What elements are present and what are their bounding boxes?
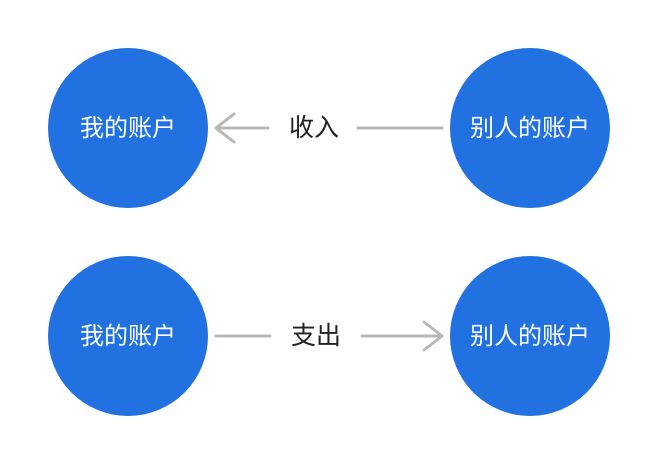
- other-account-node-income: 别人的账户: [450, 48, 610, 208]
- other-account-node-expense: 别人的账户: [450, 256, 610, 416]
- node-label: 别人的账户: [470, 322, 590, 350]
- expense-label: 支出: [290, 321, 341, 350]
- node-label: 别人的账户: [470, 114, 590, 142]
- income-arrow: [214, 112, 444, 144]
- expense-arrow: [214, 320, 444, 352]
- node-label: 我的账户: [80, 322, 176, 350]
- income-label: 收入: [288, 113, 339, 142]
- node-label: 我的账户: [80, 114, 176, 142]
- my-account-node-expense: 我的账户: [48, 256, 208, 416]
- my-account-node-income: 我的账户: [48, 48, 208, 208]
